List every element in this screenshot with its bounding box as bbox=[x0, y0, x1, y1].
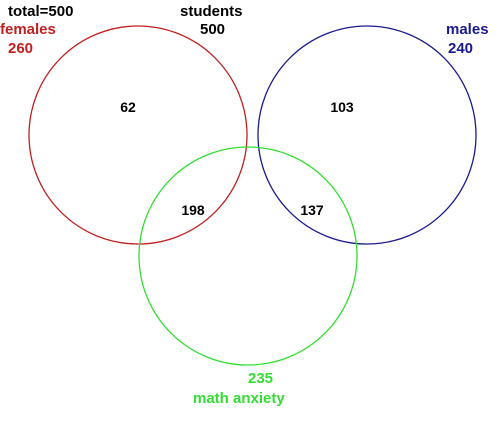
region-females-and-math: 198 bbox=[181, 202, 205, 218]
universe-name: students bbox=[180, 3, 243, 20]
males-count: 240 bbox=[448, 40, 474, 57]
math-anxiety-label: math anxiety bbox=[193, 390, 285, 407]
males-circle bbox=[257, 25, 477, 245]
females-circle bbox=[28, 25, 248, 245]
universe-count: 500 bbox=[200, 21, 226, 38]
females-label: females bbox=[0, 21, 56, 38]
region-males-only: 103 bbox=[330, 99, 354, 115]
females-count: 260 bbox=[8, 40, 34, 57]
region-males-and-math: 137 bbox=[300, 202, 324, 218]
males-label: males bbox=[446, 21, 489, 38]
region-females-only: 62 bbox=[120, 99, 136, 115]
total-label: total=500 bbox=[8, 3, 74, 20]
math-anxiety-count: 235 bbox=[248, 370, 274, 387]
math-anxiety-circle bbox=[138, 146, 358, 366]
